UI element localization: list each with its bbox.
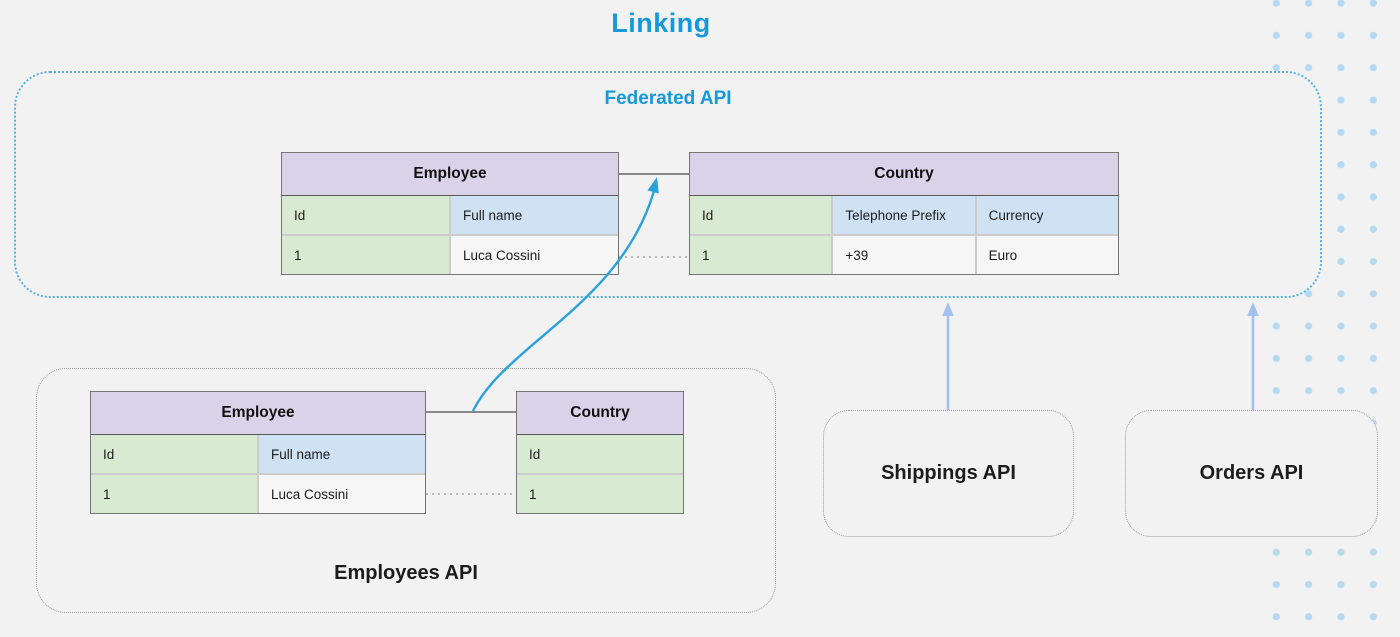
table-data-cell: 1 — [690, 236, 832, 274]
table-header-cell: Id — [690, 196, 832, 234]
table-data-cell: Luca Cossini — [451, 236, 618, 274]
table-header-cell: Telephone Prefix — [833, 196, 975, 234]
employees-api-label: Employees API — [334, 562, 478, 584]
table-title: Employee — [91, 392, 425, 435]
orders-api-label: Orders API — [1199, 462, 1304, 484]
federated-country-table: Country Id Telephone Prefix Currency 1 +… — [689, 152, 1119, 275]
employees-country-table: Country Id 1 — [516, 391, 684, 514]
orders-to-federated-arrow — [1247, 302, 1259, 410]
table-title: Country — [690, 153, 1118, 196]
table-data-cell: 1 — [91, 475, 257, 513]
shippings-api-box: Shippings API — [823, 410, 1074, 537]
table-data-cell: Euro — [976, 236, 1118, 274]
table-title: Country — [517, 392, 683, 435]
shippings-api-label: Shippings API — [881, 462, 1016, 484]
table-header-cell: Id — [282, 196, 449, 234]
table-header-cell: Full name — [451, 196, 618, 234]
table-data-cell: Luca Cossini — [259, 475, 425, 513]
federated-employee-table: Employee Id Full name 1 Luca Cossini — [281, 152, 619, 275]
table-data-cell: 1 — [282, 236, 449, 274]
table-header-cell: Currency — [976, 196, 1118, 234]
federated-api-label: Federated API — [604, 88, 732, 109]
table-header-cell: Id — [517, 435, 683, 473]
employees-employee-table: Employee Id Full name 1 Luca Cossini — [90, 391, 426, 514]
table-data-cell: +39 — [833, 236, 975, 274]
table-data-cell: 1 — [517, 475, 683, 513]
table-title: Employee — [282, 153, 618, 196]
diagram-title: Linking — [611, 8, 711, 38]
table-header-cell: Full name — [259, 435, 425, 473]
orders-api-box: Orders API — [1125, 410, 1378, 537]
table-header-cell: Id — [91, 435, 257, 473]
shippings-to-federated-arrow — [942, 302, 954, 410]
